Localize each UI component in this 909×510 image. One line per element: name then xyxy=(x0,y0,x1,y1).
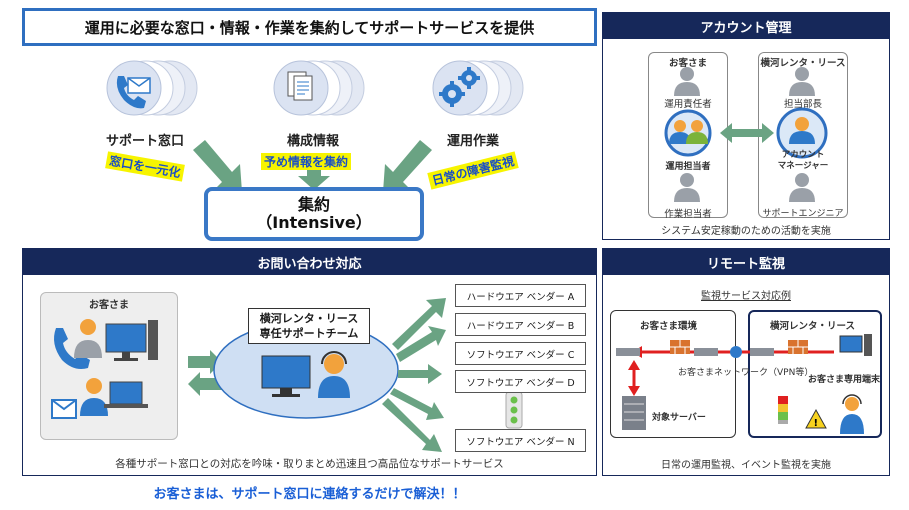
config-info-icon xyxy=(273,60,365,116)
support-team-line1: 横河レンタ・リース xyxy=(259,312,359,325)
support-window-label: サポート窓口 xyxy=(105,134,184,149)
firewall-icon xyxy=(670,340,690,354)
terminal-pc-icon xyxy=(839,334,872,356)
highlight-preaggregate: 予め情報を集約 xyxy=(261,153,352,170)
vendor-env-box xyxy=(748,310,882,438)
role-ops-manager: 運用責任者 xyxy=(664,99,712,110)
account-caption: システム安定稼動のための活動を実施 xyxy=(661,226,831,237)
main-title: 運用に必要な窓口・情報・作業を集約してサポートサービスを提供 xyxy=(22,8,597,46)
operator-headset-icon xyxy=(318,351,350,398)
router-icon xyxy=(616,348,640,356)
account-customer-title: お客さま xyxy=(668,58,707,69)
top-graphics xyxy=(106,60,524,192)
vendor-sw-n: ソフトウエア ベンダー N xyxy=(455,429,586,452)
terminal-label: お客さま専用端末 xyxy=(808,375,881,385)
vendor-arrows xyxy=(382,298,446,452)
inquiry-header: お問い合わせ対応 xyxy=(23,249,596,275)
inquiry-graphics xyxy=(51,298,523,452)
person-icon xyxy=(686,120,708,144)
server-label: 対象サーバー xyxy=(652,413,706,423)
remote-caption: 日常の運用監視、イベント監視を実施 xyxy=(661,460,831,471)
person-icon xyxy=(74,319,102,358)
person-icon xyxy=(789,173,815,202)
person-icon xyxy=(789,67,815,96)
vendor-hw-b: ハードウエア ベンダー B xyxy=(455,313,586,336)
server-icon xyxy=(622,396,646,430)
double-arrow xyxy=(720,123,774,143)
vendor-hw-a: ハードウエア ベンダー A xyxy=(455,284,586,307)
vendor-sw-d: ソフトウエア ベンダー D xyxy=(455,370,586,393)
alert-lamp-icon xyxy=(778,396,788,424)
ellipsis-indicator xyxy=(505,391,523,429)
role-support-engineer: サポートエンジニア xyxy=(762,209,844,219)
role-dept-head: 担当部長 xyxy=(783,99,822,110)
account-people-graphics xyxy=(664,67,828,202)
phone-icon xyxy=(54,328,90,369)
role-account-manager: アカウント マネージャー xyxy=(777,150,829,171)
desktop-pc-icon xyxy=(105,320,158,361)
role-ops-staff: 運用担当者 xyxy=(665,162,711,172)
vendor-sw-c: ソフトウエア ベンダー C xyxy=(455,342,586,365)
intensive-en: （Intensive） xyxy=(256,213,372,232)
support-window-icon xyxy=(106,60,198,116)
inquiry-customer-title: お客さま xyxy=(89,300,129,311)
account-header: アカウント管理 xyxy=(603,13,889,39)
support-team-label: 横河レンタ・リース 専任サポートチーム xyxy=(248,308,370,344)
network-label: お客さまネットワーク（VPN等） xyxy=(678,368,814,378)
config-info-label: 構成情報 xyxy=(286,134,339,149)
router-icon xyxy=(750,348,774,356)
remote-panel: リモート監視 xyxy=(602,248,890,476)
vertical-arrow xyxy=(628,360,640,396)
remote-header: リモート監視 xyxy=(603,249,889,275)
operation-label: 運用作業 xyxy=(446,134,499,149)
router-icon xyxy=(694,348,718,356)
person-icon xyxy=(80,378,108,416)
svg-text:!: ! xyxy=(814,418,819,429)
account-vendor-title: 横河レンタ・リース xyxy=(760,58,846,69)
monitor-icon xyxy=(261,355,311,397)
operation-gears-icon xyxy=(432,60,524,116)
footer-message: お客さまは、サポート窓口に連絡するだけで解決！！ xyxy=(153,487,466,502)
remote-subtitle: 監視サービス対応例 xyxy=(701,291,791,302)
person-icon xyxy=(674,67,700,96)
inquiry-caption: 各種サポート窓口との対応を吟味・取りまとめ迅速且つ高品位なサポートサービス xyxy=(115,458,504,470)
warning-icon: ! xyxy=(805,408,827,429)
customer-env-box xyxy=(610,310,736,438)
highlight-circle xyxy=(664,109,712,157)
person-icon xyxy=(669,120,691,144)
intensive-jp: 集約 xyxy=(297,195,330,214)
support-team-line2: 専任サポートチーム xyxy=(259,327,359,340)
role-worker: 作業担当者 xyxy=(664,209,712,220)
vendor-env-title: 横河レンタ・リース xyxy=(770,321,856,332)
customer-env-title: お客さま環境 xyxy=(640,321,698,332)
intensive-box: 集約 （Intensive） xyxy=(204,187,424,241)
firewall-icon xyxy=(788,340,808,354)
person-icon xyxy=(789,117,815,144)
person-icon xyxy=(674,173,700,202)
laptop-icon xyxy=(104,381,148,408)
remote-graphics: ! xyxy=(616,334,872,434)
operator-headset-icon xyxy=(840,394,864,434)
flow-arrows xyxy=(193,140,432,192)
mail-icon xyxy=(51,399,77,419)
globe-icon xyxy=(730,346,742,358)
